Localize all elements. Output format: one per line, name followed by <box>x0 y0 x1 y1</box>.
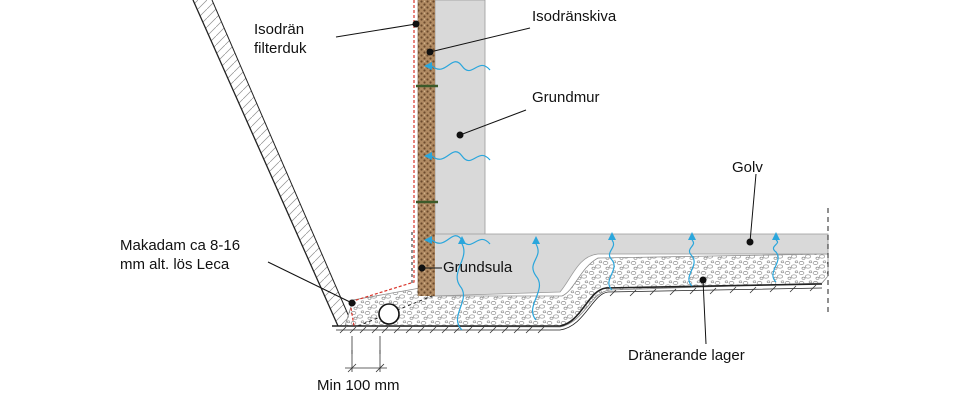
leader-dot-icon <box>426 48 434 56</box>
label-grundmur: Grundmur <box>532 89 600 106</box>
dimension-min-100 <box>345 350 387 373</box>
label-grundsula: Grundsula <box>443 259 513 276</box>
leader-dot-icon <box>699 276 707 284</box>
concrete-structure <box>432 0 829 312</box>
label-makadam: Makadam ca 8-16 mm alt. lös Leca <box>120 237 241 273</box>
leader-dot-icon <box>348 299 356 307</box>
label-isodran-filterduk: Isodrän filterduk <box>254 21 307 57</box>
moisture-arrow-icon <box>456 232 780 331</box>
leader-dot-icon <box>418 264 426 272</box>
leader-dot-icon <box>746 238 754 246</box>
gravel-bed <box>332 253 829 354</box>
filter-cloth <box>349 0 433 327</box>
excavation-slope <box>192 0 354 327</box>
leader-dot-icon <box>456 131 464 139</box>
leader-lines <box>267 20 757 345</box>
drain-pipe-icon <box>378 303 400 325</box>
wall-fastener-icon <box>416 84 438 204</box>
leader-dot-icon <box>412 20 420 28</box>
label-isodranskiva: Isodränskiva <box>532 8 617 25</box>
isodran-board <box>417 0 435 296</box>
label-dranerande-lager: Dränerande lager <box>628 347 745 364</box>
label-min-100-mm: Min 100 mm <box>317 377 400 394</box>
label-golv: Golv <box>732 159 763 176</box>
